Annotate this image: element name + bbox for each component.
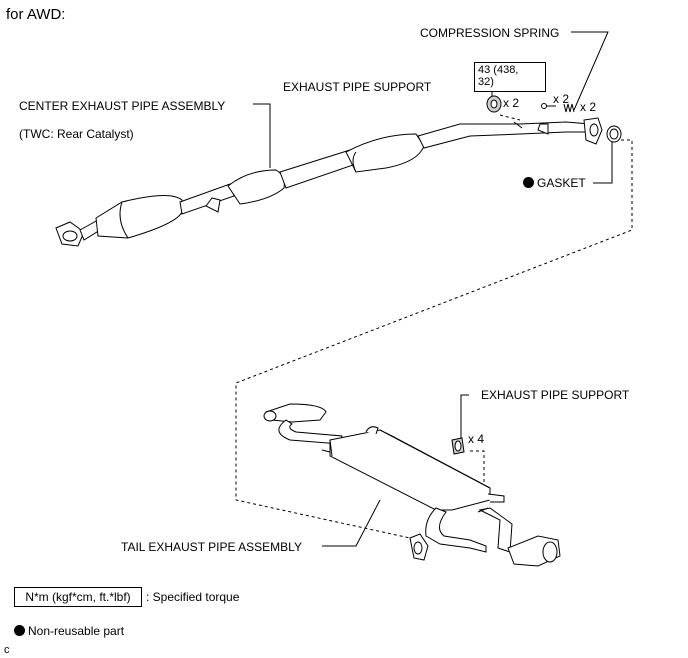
torque-spec-box: 43 (438, 32) <box>474 62 546 92</box>
support-bottom-leader <box>460 394 469 438</box>
label-center-exhaust-pipe: CENTER EXHAUST PIPE ASSEMBLY <box>19 99 226 113</box>
legend-non-reusable-text: Non-reusable part <box>28 624 125 638</box>
tail-exhaust-pipe <box>263 403 561 567</box>
compression-spring-icon <box>563 103 575 113</box>
label-exhaust-pipe-support-top: EXHAUST PIPE SUPPORT <box>283 80 432 94</box>
non-reusable-dot-icon <box>523 177 534 188</box>
label-gasket-text: GASKET <box>537 176 586 190</box>
qty-support-top: x 2 <box>503 96 520 110</box>
diagram-title: for AWD: <box>6 6 66 23</box>
gasket-icon <box>606 125 622 143</box>
tail-pipe-leader <box>322 499 381 547</box>
torque-spec-line1: 43 (438, <box>478 64 519 76</box>
non-reusable-dot-icon <box>14 625 25 636</box>
qty-spring: x 2 <box>580 100 597 114</box>
bolt-icon <box>541 103 556 109</box>
legend-torque-box: N*m (kgf*cm, ft.*lbf) <box>14 587 142 607</box>
support-bottom-dashed <box>470 450 485 500</box>
assembly-dashed-line <box>235 139 633 539</box>
qty-bolt: x 2 <box>553 92 570 106</box>
label-exhaust-pipe-support-bottom: EXHAUST PIPE SUPPORT <box>481 388 630 402</box>
exhaust-pipe-support-top-icon <box>486 95 502 113</box>
qty-support-bottom: x 4 <box>468 432 485 446</box>
torque-spec-line2: 32) <box>478 76 494 88</box>
label-gasket: GASKET <box>523 176 586 190</box>
gasket-leader <box>593 142 613 184</box>
corner-mark: c <box>4 644 10 656</box>
legend-torque-text: : Specified torque <box>146 590 240 604</box>
label-compression-spring: COMPRESSION SPRING <box>420 26 560 40</box>
exhaust-pipe-support-bottom-icon <box>451 437 465 455</box>
label-tail-exhaust-pipe: TAIL EXHAUST PIPE ASSEMBLY <box>121 540 302 554</box>
label-twc-note: (TWC: Rear Catalyst) <box>19 127 134 141</box>
center-exhaust-pipe <box>55 117 603 247</box>
compression-spring-leader <box>571 31 609 111</box>
legend-non-reusable: Non-reusable part <box>14 624 124 638</box>
center-pipe-leader <box>253 103 271 168</box>
